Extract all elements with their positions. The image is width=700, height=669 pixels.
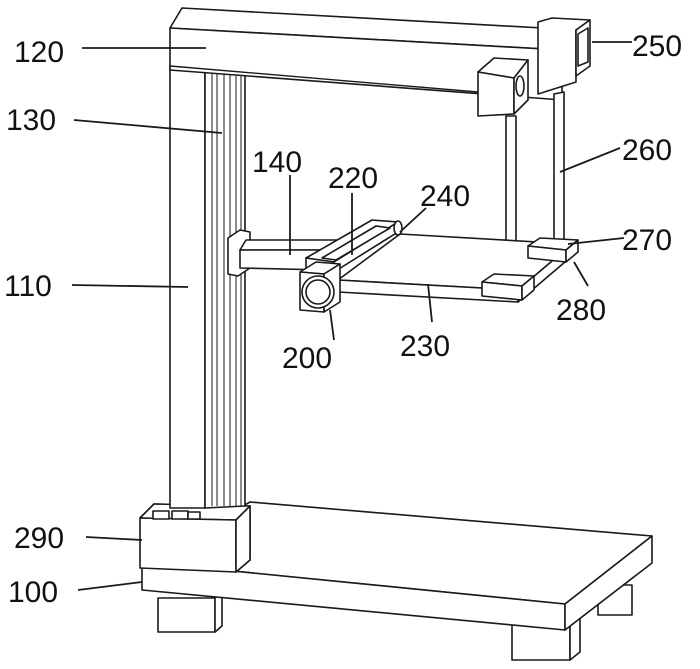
leader-lines (71, 41, 632, 591)
label-290: 290 (14, 522, 64, 555)
label-110: 110 (4, 270, 52, 303)
camera-unit (299, 261, 341, 313)
control-button-1 (152, 510, 170, 520)
label-100: 100 (8, 576, 58, 609)
label-220: 220 (328, 162, 378, 195)
label-200: 200 (282, 342, 332, 375)
label-230: 230 (400, 330, 450, 363)
leader-260 (559, 147, 621, 173)
rod-240 (321, 225, 391, 261)
motor-250-cap (577, 27, 589, 67)
label-250: 250 (632, 30, 682, 63)
leader-270 (567, 237, 625, 245)
leader-230 (427, 283, 433, 323)
leader-280 (573, 261, 589, 287)
reference-labels: 120 130 110 140 220 240 250 260 270 280 … (4, 30, 682, 609)
control-box-front (139, 517, 237, 573)
base-plate (141, 501, 653, 661)
leader-200 (329, 309, 335, 341)
label-270: 270 (622, 224, 672, 257)
rod-back (553, 91, 565, 247)
block-front-face (481, 281, 523, 301)
control-box (139, 503, 251, 573)
base-side-face (564, 535, 653, 631)
label-120: 120 (14, 36, 64, 69)
control-button-3 (187, 511, 201, 520)
label-240: 240 (420, 180, 470, 213)
leader-240 (399, 207, 427, 233)
camera-lens (305, 279, 331, 305)
leader-110 (71, 284, 189, 288)
leader-100 (77, 581, 143, 591)
leader-130 (73, 119, 223, 134)
control-button-2 (171, 510, 189, 520)
leader-290 (85, 536, 143, 541)
control-box-side (235, 505, 251, 573)
label-280: 280 (556, 294, 606, 327)
foot-front-left (157, 597, 216, 633)
label-260: 260 (622, 134, 672, 167)
label-140: 140 (252, 146, 302, 179)
rod-240-end (393, 220, 403, 236)
drive-unit (477, 17, 591, 117)
label-130: 130 (6, 104, 56, 137)
slider-box-front (477, 71, 515, 117)
block-front-side (521, 275, 535, 301)
